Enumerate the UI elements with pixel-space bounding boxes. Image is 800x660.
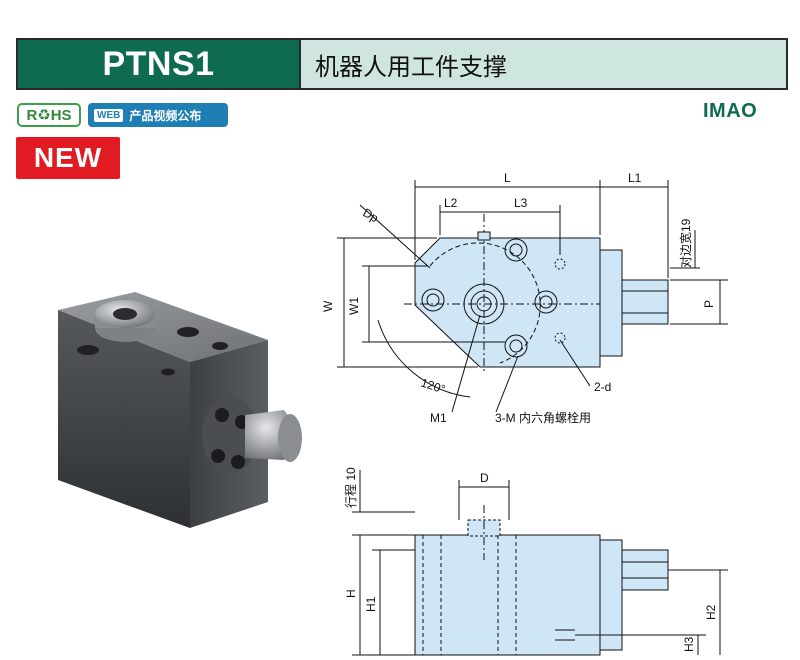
dim-W1: W1 <box>347 297 361 315</box>
dim-L3: L3 <box>514 196 528 210</box>
dim-stroke: 行程 10 <box>343 467 358 508</box>
dim-P: P <box>702 300 716 308</box>
dim-Dp: Dp <box>361 205 382 225</box>
top-view-drawing: L L1 L2 L3 Dp W W1 P 对边宽19 120° M1 2-d 3… <box>321 171 728 425</box>
imao-logo: IMAO <box>703 100 758 122</box>
dim-angle: 120° <box>419 376 447 397</box>
dim-D: D <box>480 471 489 485</box>
web-tag: WEB <box>94 108 124 122</box>
dim-H: H <box>344 589 358 598</box>
title-bar: PTNS1 机器人用工件支撑 <box>16 38 788 90</box>
product-name: 机器人用工件支撑 <box>301 40 786 88</box>
dim-W: W <box>321 300 335 312</box>
dim-M1: M1 <box>430 411 447 425</box>
dim-L: L <box>504 171 511 185</box>
side-view-body <box>414 534 601 656</box>
dim-L1: L1 <box>628 171 642 185</box>
dim-L2: L2 <box>444 196 458 210</box>
top-view-body <box>414 237 601 368</box>
dim-H1: H1 <box>364 596 378 612</box>
dim-3M: 3-M 内六角螺栓用 <box>495 410 591 425</box>
product-photo <box>58 292 302 528</box>
side-view-drawing: 行程 10 D H H1 H2 H3 <box>343 467 728 656</box>
dim-H2: H2 <box>704 604 718 620</box>
rohs-badge: R♻HS <box>17 103 81 127</box>
new-badge: NEW <box>16 137 120 179</box>
dim-H3: H3 <box>682 636 696 652</box>
dim-across-flats: 对边宽19 <box>678 218 693 268</box>
model-number: PTNS1 <box>18 40 301 88</box>
web-video-badge[interactable]: WEB 产品视频公布 <box>88 103 228 127</box>
dim-2d: 2-d <box>594 380 611 394</box>
web-video-text: 产品视频公布 <box>129 108 202 123</box>
